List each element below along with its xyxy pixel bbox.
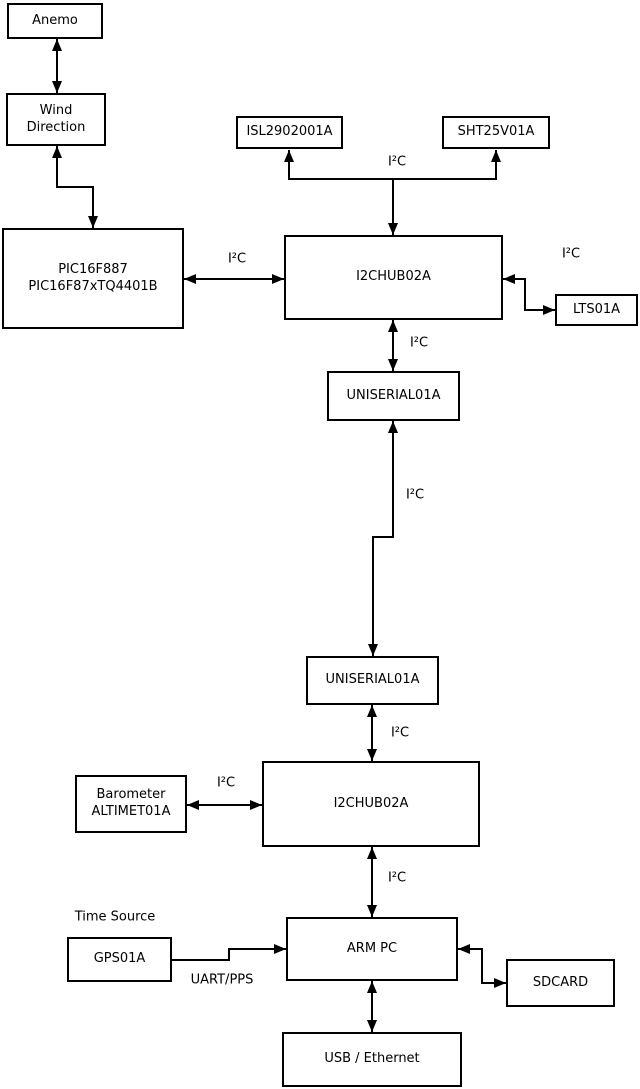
node-pic16f887: PIC16F887 PIC16F87xTQ4401B [2, 228, 184, 329]
node-wind-direction-line2: Direction [26, 119, 86, 135]
node-i2chub-bottom: I2CHUB02A [262, 761, 480, 847]
node-barometer: Barometer ALTIMET01A [75, 775, 187, 833]
node-gps01a: GPS01A [67, 937, 172, 982]
node-arm-pc-label: ARM PC [346, 940, 398, 956]
node-sht25v01a: SHT25V01A [442, 116, 550, 149]
edge-sensorbus-isl2902001a [284, 150, 393, 180]
edge-label-i2c-barometer-hub: I²C [215, 775, 237, 791]
node-isl2902001a: ISL2902001A [236, 116, 343, 149]
node-anemo: Anemo [7, 3, 103, 39]
node-i2chub-bottom-label: I2CHUB02A [333, 795, 409, 811]
node-pic16f887-line1: PIC16F887 [58, 261, 128, 277]
node-i2chub-top-label: I2CHUB02A [356, 269, 431, 285]
node-anemo-label: Anemo [32, 12, 78, 28]
node-sht25v01a-label: SHT25V01A [457, 124, 535, 140]
annotation-time-source: Time Source [73, 909, 157, 925]
edge-label-i2c-sensor-bus: I²C [386, 154, 408, 170]
edge-armpc-sdcard [458, 944, 506, 988]
edge-gps01a-armpc [172, 944, 286, 961]
node-gps01a-label: GPS01A [93, 951, 146, 967]
node-uniserial-top-label: UNISERIAL01A [346, 387, 441, 403]
node-uniserial-bottom: UNISERIAL01A [306, 656, 439, 705]
edge-label-i2c-pic-hub: I²C [226, 251, 248, 267]
node-arm-pc: ARM PC [286, 917, 458, 981]
edge-uniserial-top-uniserial-bottom [368, 421, 398, 656]
edge-label-i2c-hub-armpc: I²C [386, 870, 408, 886]
node-wind-direction: Wind Direction [6, 93, 106, 146]
node-uniserial-top: UNISERIAL01A [327, 371, 460, 421]
edge-sensorbus-sht25v01a [393, 150, 501, 180]
edge-label-i2c-hub-lts: I²C [560, 246, 582, 262]
node-pic16f887-line2: PIC16F87xTQ4401B [28, 278, 158, 294]
node-barometer-line1: Barometer [96, 787, 166, 803]
node-sdcard: SDCARD [506, 959, 615, 1007]
edge-label-uart-pps: UART/PPS [189, 972, 255, 988]
node-isl2902001a-label: ISL2902001A [246, 124, 333, 140]
node-lts01a-label: LTS01A [572, 301, 621, 317]
edge-label-i2c-uniserial-hub: I²C [389, 725, 411, 741]
node-i2chub-top: I2CHUB02A [284, 235, 503, 320]
node-uniserial-bottom-label: UNISERIAL01A [325, 672, 420, 688]
edge-label-i2c-uniserial-link: I²C [404, 487, 426, 503]
node-wind-direction-line1: Wind [39, 102, 73, 118]
edge-wind-direction-pic [52, 146, 98, 228]
node-lts01a: LTS01A [555, 294, 638, 326]
edge-label-i2c-hub-uniserial: I²C [408, 335, 430, 351]
edge-i2chub-top-lts01a [503, 274, 555, 315]
node-barometer-line2: ALTIMET01A [91, 804, 171, 819]
node-usb-ethernet-label: USB / Ethernet [324, 1051, 420, 1067]
node-sdcard-label: SDCARD [532, 974, 589, 990]
node-usb-ethernet: USB / Ethernet [282, 1032, 462, 1087]
